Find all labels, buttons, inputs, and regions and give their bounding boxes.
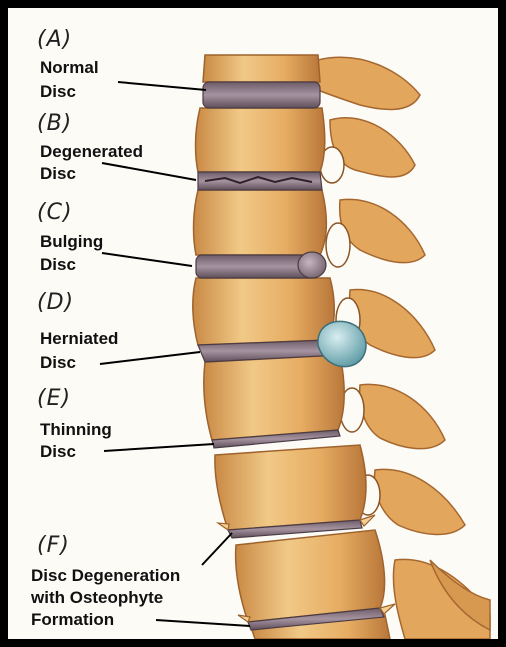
label-e-letter: (E) [37, 386, 71, 411]
label-e-line1: Thinning [40, 419, 112, 440]
label-a-letter: (A) [37, 27, 72, 52]
label-a-line1: Normal [40, 57, 99, 78]
label-c-line1: Bulging [40, 231, 103, 252]
label-d-line2: Disc [40, 352, 76, 373]
label-a-line2: Disc [40, 81, 76, 102]
label-f-letter: (F) [37, 533, 70, 558]
disc-a [203, 82, 320, 108]
label-c-line2: Disc [40, 254, 76, 275]
label-e-line2: Disc [40, 441, 76, 462]
label-d-letter: (D) [37, 290, 74, 315]
label-c-letter: (C) [37, 200, 73, 225]
spine-illustration [8, 8, 498, 639]
label-f-line3: Formation [31, 609, 114, 630]
label-b-letter: (B) [37, 111, 72, 136]
label-b-line1: Degenerated [40, 141, 143, 162]
label-f-line2: with Osteophyte [31, 587, 163, 608]
label-f-line1: Disc Degeneration [31, 565, 180, 586]
label-b-line2: Disc [40, 163, 76, 184]
bulge [298, 252, 326, 278]
label-d-line1: Herniated [40, 328, 118, 349]
